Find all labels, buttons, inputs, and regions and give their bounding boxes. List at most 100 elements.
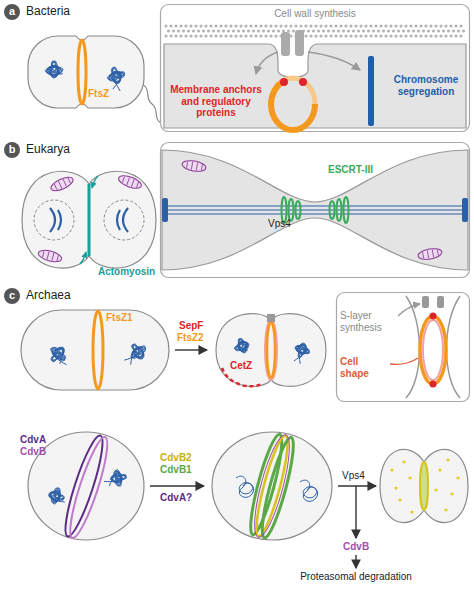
node-shape	[18, 26, 168, 126]
escrt-iii-spiral	[344, 197, 349, 223]
panel-badge: cArchaea	[4, 288, 20, 304]
cdv-cell-dividing	[380, 449, 468, 522]
protein-label: FtsZ2	[177, 332, 204, 344]
s-layer-complex	[437, 296, 444, 308]
synthesis-complex	[281, 32, 290, 56]
chromosome	[104, 470, 126, 487]
archaeal-cell: CdvACdvB	[20, 426, 148, 546]
bacterial-cell: FtsZ	[18, 26, 168, 126]
chromosome	[234, 339, 249, 353]
mitochondrion	[181, 159, 206, 173]
step-arrow	[355, 555, 356, 568]
mitochondrion	[117, 173, 143, 191]
escrt-iii-spiral	[330, 201, 335, 219]
zoom-inset: Cell wall synthesisMembrane anchors and …	[160, 4, 470, 132]
chromosome	[49, 488, 65, 504]
segregation-bar	[368, 56, 374, 126]
microtubule	[168, 209, 462, 210]
annotation-text: Membrane anchors and regulatory proteins	[168, 84, 264, 119]
panel-title: Eukarya	[26, 143, 70, 157]
membrane	[447, 296, 461, 398]
ftsz-ring	[78, 40, 86, 104]
annotation-text: Chromosome segregation	[386, 74, 466, 97]
ftsz2-ring	[423, 320, 443, 380]
midbody	[162, 198, 168, 222]
process-label: Proteasomal degradation	[286, 571, 426, 583]
s-layer-complex	[267, 314, 275, 322]
ftsz2-ring	[265, 320, 277, 380]
panel-title: Bacteria	[26, 5, 70, 19]
constriction-ring	[420, 462, 428, 510]
chromosome	[124, 344, 145, 365]
node-shape	[20, 306, 170, 394]
cell-wall-layers	[164, 24, 465, 37]
chromosome	[45, 61, 63, 78]
escrt-iii-spiral	[296, 201, 301, 219]
protein-label: Vps4	[342, 470, 365, 482]
annotation-text: FtsZ	[88, 88, 109, 100]
cell-outline	[28, 36, 144, 108]
midbody	[462, 198, 468, 222]
flagellum	[142, 84, 162, 124]
intercellular-bridge	[162, 150, 468, 270]
ftsz-filament-back	[271, 78, 315, 104]
chromosome	[236, 476, 254, 497]
pointer-arrow	[390, 358, 418, 364]
inset-frame	[161, 5, 470, 132]
annotation-text: Cell shape	[340, 356, 390, 379]
panel-badge-disc	[4, 4, 20, 20]
cdvb-fragments	[390, 458, 459, 513]
ftsz-filament	[271, 104, 315, 130]
node-shape	[160, 142, 470, 278]
panel-title: Archaea	[26, 289, 71, 303]
chromosome	[50, 208, 61, 232]
membrane-anchor	[299, 78, 307, 86]
cell-outline	[22, 171, 156, 268]
node-shape	[212, 306, 330, 394]
pointer-arrow	[398, 304, 420, 316]
annotation-text: CetZ	[230, 360, 252, 372]
inset-frame	[161, 143, 470, 278]
cdvb-ring	[248, 432, 297, 540]
zoom-inset: S-layer synthesisCell shape	[336, 292, 470, 402]
eukaryotic-cell: Actomyosin	[18, 160, 160, 282]
pointer-arrow	[256, 52, 278, 74]
protein-label: CdvB1	[160, 464, 192, 476]
panel-letter: a	[4, 5, 20, 18]
nucleus	[34, 200, 74, 240]
cell-outline	[21, 310, 169, 390]
chromosome	[117, 208, 128, 232]
chromosome	[51, 347, 67, 365]
mitochondrion	[417, 247, 442, 261]
ftsz1-ring	[267, 322, 275, 378]
protein-label: CdvA?	[160, 492, 192, 504]
panel-letter: c	[4, 289, 20, 302]
cell-outline	[216, 314, 326, 387]
node-shape	[336, 292, 470, 402]
step-arrow	[355, 486, 356, 538]
annotation-text: CdvA	[20, 434, 46, 446]
mitochondrion	[37, 248, 63, 264]
annotation-text: CdvB	[20, 446, 46, 458]
actomyosin-ring	[88, 184, 91, 256]
inset-frame	[337, 293, 470, 402]
cell-outline	[380, 449, 468, 522]
chromosome	[294, 343, 309, 364]
node-shape	[18, 160, 160, 282]
protein-label: CdvB2	[160, 452, 192, 464]
mitochondrion	[49, 174, 75, 193]
escrt-iii-spiral	[289, 199, 294, 221]
contraction-arrow	[92, 176, 98, 188]
cdv-cell-constricting	[212, 432, 332, 540]
archaeal-cell: CetZ	[212, 306, 330, 394]
protein-label: CdvB	[343, 541, 369, 553]
synthesis-complex	[295, 30, 304, 56]
s-layer-complex	[422, 296, 429, 308]
sepf-anchor	[430, 381, 437, 388]
chromosome	[300, 480, 318, 501]
escrt-iii-spiral	[337, 199, 342, 221]
panel-letter: b	[4, 143, 20, 156]
annotation-text: S-layer synthesis	[340, 310, 400, 333]
annotation-text: Vps4	[268, 218, 291, 230]
annotation-text: FtsZ1	[106, 312, 133, 324]
